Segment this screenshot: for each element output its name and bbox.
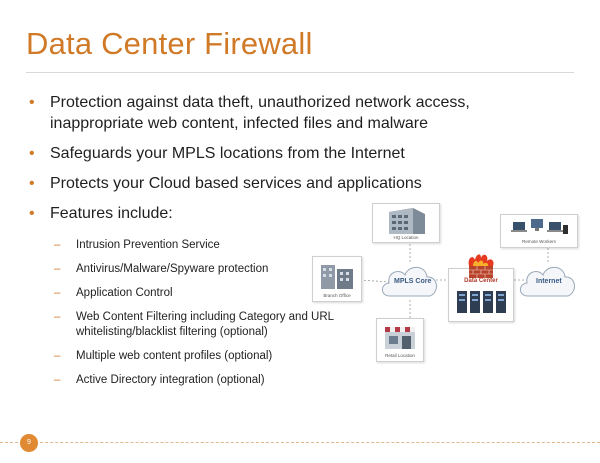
feature-text: Multiple web content profiles (optional) — [76, 350, 273, 362]
bullet-text: Protects your Cloud based services and a… — [50, 175, 422, 192]
bullet-dot-icon: • — [29, 94, 35, 111]
feature-item: – Multiple web content profiles (optiona… — [54, 349, 354, 364]
data-center-label: Data Center — [464, 278, 498, 284]
network-diagram: HQ Location Remote Workers Branch Office… — [308, 200, 590, 370]
remote-label: Remote Workers — [522, 239, 556, 244]
feature-text: Active Directory integration (optional) — [76, 374, 265, 386]
bullet-dot-icon: • — [29, 175, 35, 192]
dash-icon: – — [54, 263, 61, 275]
page-number-badge: 9 — [20, 434, 38, 452]
bullet-dot-icon: • — [29, 205, 35, 222]
branch-office-box: Branch Office — [312, 256, 362, 302]
feature-item: – Application Control — [54, 286, 354, 301]
feature-item: – Active Directory integration (optional… — [54, 373, 354, 388]
firewall-icon — [468, 254, 494, 278]
feature-item: – Antivirus/Malware/Spyware protection — [54, 262, 354, 277]
hq-label: HQ Location — [393, 235, 419, 240]
feature-text: Web Content Filtering including Category… — [76, 311, 334, 338]
bullet-item: • Protects your Cloud based services and… — [26, 173, 546, 194]
feature-text: Antivirus/Malware/Spyware protection — [76, 263, 269, 275]
feature-list: – Intrusion Prevention Service – Antivir… — [54, 238, 354, 397]
dash-icon: – — [54, 311, 61, 323]
title-divider — [26, 72, 574, 73]
storefront-icon — [385, 327, 415, 349]
office-building-icon — [321, 265, 353, 289]
hq-location-box: HQ Location — [372, 203, 440, 243]
mpls-cloud-icon — [381, 266, 437, 297]
bullet-text: Features include: — [50, 205, 173, 222]
feature-item: – Intrusion Prevention Service — [54, 238, 354, 253]
feature-text: Intrusion Prevention Service — [76, 239, 220, 251]
feature-text: Application Control — [76, 287, 173, 299]
branch-label: Branch Office — [323, 293, 351, 298]
mpls-label: MPLS Core — [394, 278, 432, 285]
bullet-item: • Safeguards your MPLS locations from th… — [26, 143, 546, 164]
server-rack-icon — [457, 291, 506, 313]
main-bullet-list: • Protection against data theft, unautho… — [26, 92, 546, 233]
feature-item: – Web Content Filtering including Catego… — [54, 310, 351, 340]
laptop-icon — [511, 219, 568, 234]
dash-icon: – — [54, 239, 61, 251]
bullet-item: • Features include: — [26, 203, 546, 224]
building-icon — [389, 208, 425, 234]
footer-divider — [0, 442, 600, 443]
retail-location-box: Retail Location — [376, 318, 424, 362]
dash-icon: – — [54, 287, 61, 299]
retail-label: Retail Location — [385, 353, 415, 358]
internet-label: Internet — [536, 278, 562, 285]
bullet-text: Safeguards your MPLS locations from the … — [50, 145, 405, 162]
bullet-item: • Protection against data theft, unautho… — [26, 92, 520, 134]
dash-icon: – — [54, 374, 61, 386]
slide-title: Data Center Firewall — [26, 26, 313, 61]
dash-icon: – — [54, 350, 61, 362]
bullet-text: Protection against data theft, unauthori… — [50, 94, 470, 132]
bullet-dot-icon: • — [29, 145, 35, 162]
remote-workers-box: Remote Workers — [500, 214, 578, 248]
internet-cloud-icon — [519, 266, 575, 297]
